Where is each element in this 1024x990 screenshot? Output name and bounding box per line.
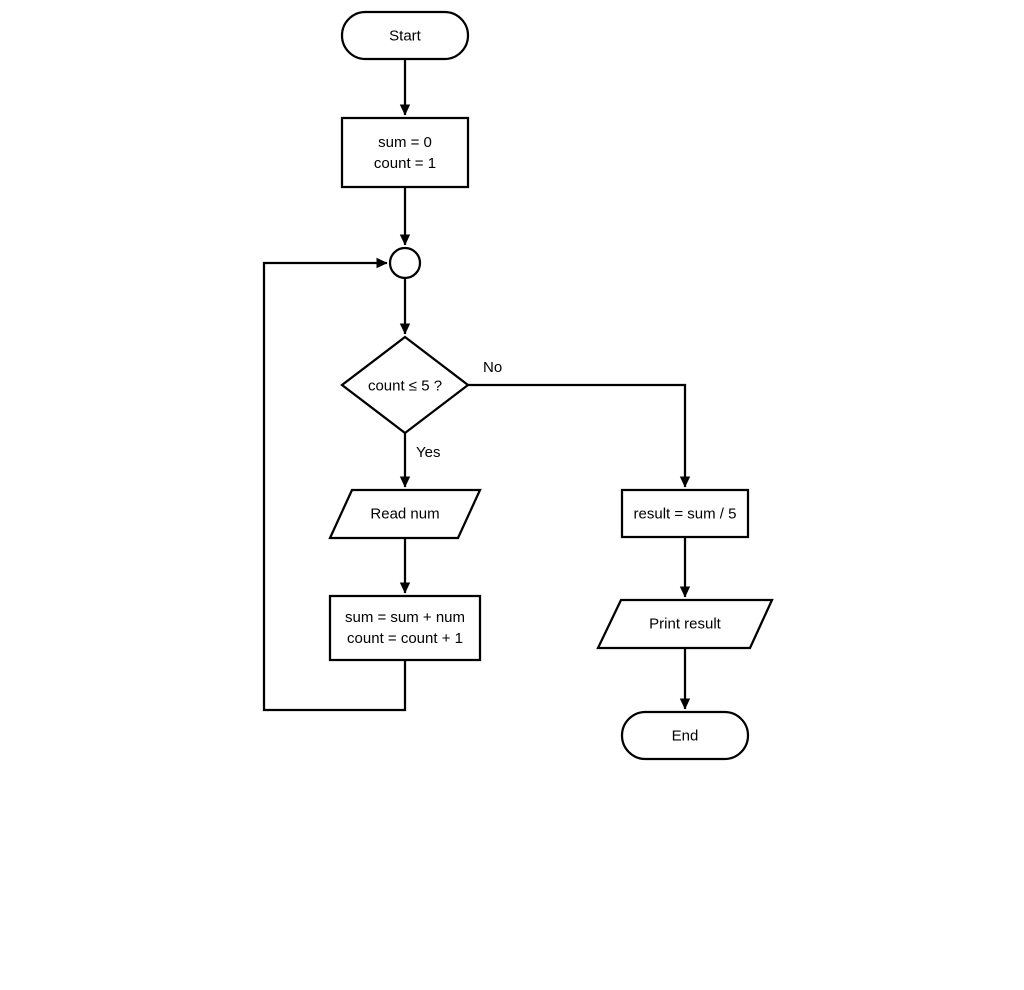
- accumulate-label-line1: sum = sum + num: [344, 609, 466, 626]
- decision-label: count ≤ 5 ?: [367, 377, 443, 395]
- start-terminator-shape: [340, 10, 470, 61]
- result-process-shape: [620, 488, 750, 539]
- read-label: Read num: [370, 505, 440, 523]
- edge-decision-no-to-result: [468, 383, 691, 488]
- accumulate-label-line2: count = count + 1: [347, 630, 463, 647]
- loop-connector-circle-shape: [388, 246, 422, 280]
- end-terminator-shape: [620, 710, 750, 761]
- init-label-line2: count = 1: [373, 155, 437, 172]
- result-label: result = sum / 5: [633, 505, 737, 523]
- edge-label-yes: Yes: [416, 444, 441, 461]
- print-output-parallelogram-shape: [596, 598, 774, 650]
- read-input-parallelogram-shape: [328, 488, 482, 540]
- start-label: Start: [389, 27, 421, 45]
- init-label: sum = 0 count = 1: [374, 132, 436, 174]
- end-label: End: [671, 727, 699, 745]
- init-label-line1: sum = 0: [378, 134, 432, 151]
- print-label: Print result: [649, 615, 721, 633]
- edge-loop-back-to-connector: [262, 257, 407, 712]
- decision-diamond-shape: [340, 335, 470, 435]
- accumulate-process-shape: [328, 594, 482, 662]
- edge-label-no: No: [483, 359, 503, 376]
- init-process-shape: [340, 116, 470, 189]
- accumulate-label: sum = sum + num count = count + 1: [345, 607, 465, 649]
